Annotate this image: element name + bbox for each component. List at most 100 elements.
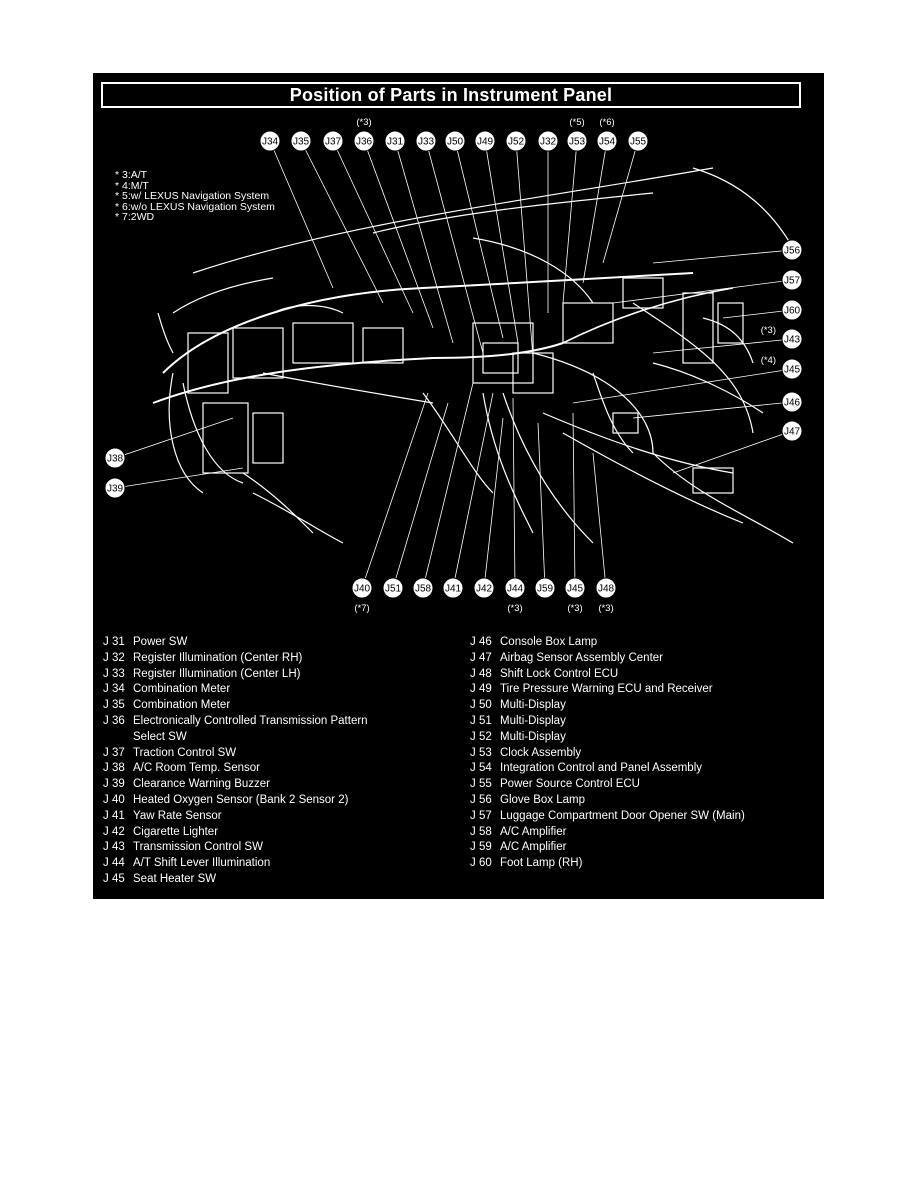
leader-line (114, 467, 244, 489)
callout-j50: J50 (444, 130, 466, 152)
callout-label: J59 (537, 584, 554, 595)
legend-code: J 46 (470, 636, 492, 648)
callout-j44: J44(*3) (504, 577, 526, 614)
callout-label: J44 (507, 584, 524, 595)
callout-note: (*4) (761, 355, 776, 366)
callout-label: J34 (262, 137, 279, 148)
legend-name: Combination Meter (133, 699, 231, 712)
legend-code: J 59 (470, 841, 492, 854)
legend-code: J 56 (470, 794, 492, 806)
footnote: * 5:w/ LEXUS Navigation System (115, 190, 270, 202)
legend-name: Multi-Display (500, 715, 566, 727)
legend-name: Foot Lamp (RH) (500, 857, 583, 870)
callout-j34: J34 (259, 130, 281, 152)
legend-code: J 58 (470, 825, 492, 838)
callout-label: J50 (447, 137, 464, 148)
callout-label: J31 (387, 137, 404, 148)
legend-name: Console Box Lamp (500, 636, 598, 648)
legend-name: Power Source Control ECU (500, 778, 640, 791)
footnote: * 6:w/o LEXUS Navigation System (115, 200, 275, 213)
legend-name: Luggage Compartment Door Opener SW (Main… (500, 809, 745, 822)
footnotes: * 3:A/T* 4:M/T* 5:w/ LEXUS Navigation Sy… (115, 170, 275, 223)
leader-line (114, 417, 234, 459)
legend-name: A/C Amplifier (500, 825, 567, 838)
legend-code: J 54 (470, 762, 492, 775)
callout-label: J32 (540, 137, 557, 148)
callout-label: J51 (385, 584, 402, 595)
callout-j58: J58 (412, 577, 434, 599)
legend-code: J 33 (103, 667, 125, 680)
leader-lines (114, 140, 793, 589)
callout-j49: J49 (474, 130, 496, 152)
callout-label: J33 (418, 137, 435, 148)
callout-label: J55 (630, 137, 647, 148)
callout-j52: J52 (505, 130, 527, 152)
callout-j45: J45(*4) (761, 355, 803, 380)
callout-note: (*6) (599, 117, 614, 128)
callout-j55: J55 (627, 130, 649, 152)
legend-code: J 35 (103, 699, 125, 712)
callout-label: J48 (598, 584, 615, 595)
leader-line (572, 412, 576, 589)
callout-label: J54 (599, 137, 616, 148)
leader-line (512, 397, 516, 589)
callout-j45: J45(*3) (564, 577, 586, 614)
leader-line (425, 140, 484, 354)
leader-line (537, 422, 546, 589)
callout-label: J53 (569, 137, 586, 148)
legend-name: Glove Box Lamp (500, 794, 586, 806)
legend-code: J 41 (103, 809, 125, 822)
legend-name: Combination Meter (133, 683, 231, 696)
footnote: * 7:2WD (115, 211, 155, 223)
callout-j31: J31 (384, 130, 406, 152)
legend-code: J 44 (103, 857, 125, 870)
page-title: Position of Parts in Instrument Panel (289, 85, 613, 105)
callout-label: J38 (107, 454, 124, 465)
leader-line (722, 309, 793, 319)
leader-line (672, 430, 793, 474)
legend-code: J 49 (470, 683, 492, 696)
callout-label: J46 (784, 398, 801, 409)
footnote: * 4:M/T (115, 179, 149, 192)
leader-line (484, 140, 519, 344)
footnote: * 3:A/T (115, 169, 148, 181)
legend-name: Yaw Rate Sensor (133, 809, 222, 822)
callout-label: J41 (445, 584, 462, 595)
legend-name: Integration Control and Panel Assembly (500, 762, 703, 775)
legend-name: Seat Heater SW (133, 873, 217, 885)
callout-label: J60 (784, 306, 801, 317)
legend-code: J 31 (103, 636, 125, 648)
callout-j43: J43 (*3) (761, 325, 803, 350)
callout-label: J43 (784, 335, 801, 346)
callout-note: (*5) (569, 117, 584, 128)
legend-name: Airbag Sensor Assembly Center (500, 651, 663, 664)
legend-code: J 36 (103, 715, 125, 727)
leader-line (483, 417, 504, 589)
leader-line (652, 338, 793, 354)
callout-note: (*3) (567, 603, 582, 614)
callout-j56: J56 (781, 239, 803, 261)
callout-j60: J60 (781, 299, 803, 321)
legend-name: Register Illumination (Center RH) (133, 651, 303, 664)
wiring-drawing (152, 167, 794, 544)
legend-code: J 48 (470, 667, 492, 680)
leader-line (602, 140, 639, 264)
callout-j54: J54 (*6) (596, 117, 618, 152)
callout-label: J35 (293, 137, 310, 148)
legend-name: Multi-Display (500, 730, 566, 743)
leader-line (394, 140, 454, 344)
callout-label: J52 (508, 137, 525, 148)
legend-code: J 57 (470, 809, 492, 822)
callout-label: J47 (784, 427, 801, 438)
callout-j59: J59 (534, 577, 556, 599)
legend-name: Transmission Control SW (133, 841, 263, 854)
callout-j53: J53 (*5) (566, 117, 588, 152)
callout-note: (*3) (761, 325, 776, 336)
legend-code: J 38 (103, 762, 125, 775)
callout-label: J40 (354, 584, 371, 595)
leader-line (332, 140, 414, 314)
leader-line (452, 392, 494, 589)
leader-line (515, 140, 534, 359)
